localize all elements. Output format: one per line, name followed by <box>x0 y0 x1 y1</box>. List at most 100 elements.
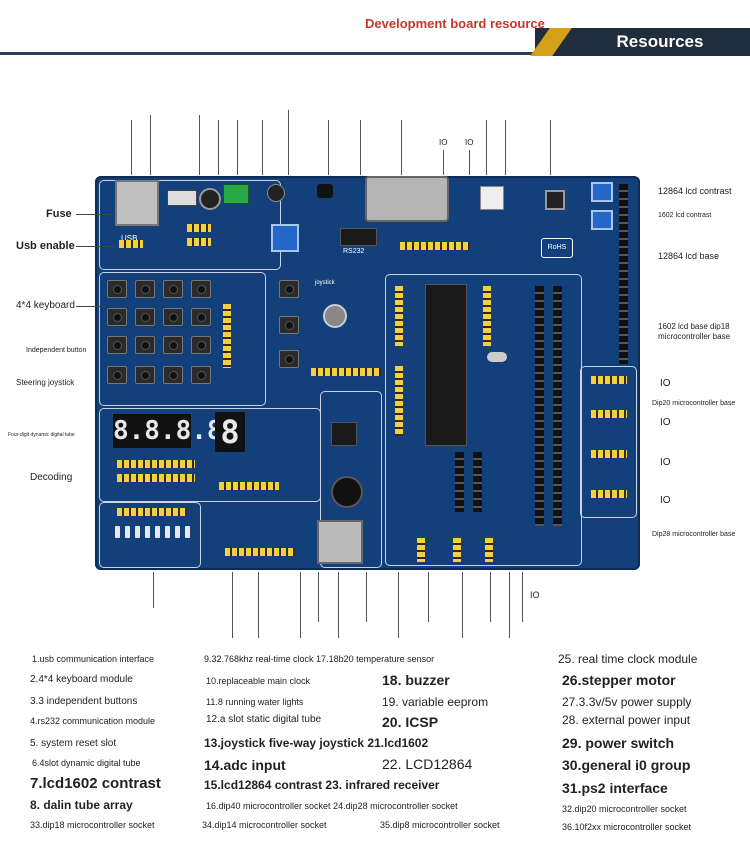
callout-12864-base: 12864 lcd base <box>658 251 720 261</box>
io-group-2 <box>591 410 627 418</box>
keyboard-io-header <box>223 304 231 368</box>
3v3-header <box>453 538 461 562</box>
callout-12864-contrast: 12864 lcd contrast <box>658 186 732 196</box>
usb-board-label: USB <box>121 234 138 243</box>
io-group-3 <box>591 450 627 458</box>
callout-line <box>76 306 106 307</box>
buzzer <box>331 476 363 508</box>
power-jumper-2 <box>187 238 211 246</box>
legend-15: 15.lcd12864 contrast 23. infrared receiv… <box>204 778 440 792</box>
legend-27: 27.3.3v/5v power supply <box>562 695 692 709</box>
legend-31: 31.ps2 interface <box>562 780 668 796</box>
led-io-header <box>117 508 187 516</box>
legend-6: 6.4slot dynamic digital tube <box>32 758 141 768</box>
buzzer-zone <box>320 391 382 568</box>
legend-13: 13.joystick five-way joystick 21.lcd1602 <box>204 736 429 750</box>
power-switch <box>167 190 197 206</box>
static-tube-header <box>219 482 279 490</box>
dip8-socket <box>473 452 482 512</box>
page-title: Development board resource <box>365 16 545 31</box>
header-divider <box>0 52 535 55</box>
usb-connector <box>115 180 159 226</box>
bottom-label-io: IO <box>530 590 540 600</box>
led-zone <box>99 502 201 568</box>
callout-1602-base-b: microcontroller base <box>658 332 731 341</box>
usb-enable-jumper <box>119 240 143 248</box>
keyboard-zone <box>99 272 266 406</box>
legend-36: 36.10f2xx microcontroller socket <box>562 822 692 832</box>
legend-3: 3.3 independent buttons <box>30 696 138 707</box>
callout-1602-contrast: 1602 lcd contrast <box>658 212 712 219</box>
callout-io-3: IO <box>660 457 671 468</box>
joystick-io-header <box>311 368 381 376</box>
resources-banner-text: Resources <box>616 32 704 51</box>
single-digit-tube: 8 <box>215 412 245 452</box>
io-group-zone <box>580 366 637 518</box>
callout-line <box>76 246 116 247</box>
legend-30: 30.general i0 group <box>562 757 691 773</box>
power-jumper-1 <box>187 224 211 232</box>
lcd1602-contrast-pot <box>591 210 613 230</box>
temperature-sensor <box>267 184 285 202</box>
potentiometer <box>271 224 299 252</box>
independent-button-2 <box>279 316 299 334</box>
top-label-io-b: IO <box>465 138 474 147</box>
callout-steering-joystick: Steering joystick <box>16 378 75 387</box>
legend-35: 35.dip8 microcontroller socket <box>380 820 500 830</box>
dip28-socket-b <box>553 286 562 526</box>
mcu-zone <box>385 274 582 566</box>
lcd-base-header <box>619 184 628 364</box>
io-header-top <box>400 242 470 250</box>
legend-12: 12.a slot static digital tube <box>206 714 322 725</box>
callout-decoding: Decoding <box>30 472 73 483</box>
crystal-oscillator <box>487 352 507 362</box>
legend-19: 19. variable eeprom <box>382 695 489 709</box>
legend-1: 1.usb communication interface <box>32 654 155 664</box>
mcu-io-header-3 <box>483 286 491 346</box>
mcu-io-header-2 <box>395 366 403 436</box>
joystick <box>313 294 353 334</box>
callout-dip28-base: Dip28 microcontroller base <box>652 531 736 538</box>
legend-16: 16.dip40 microcontroller socket 24.dip28… <box>206 801 458 811</box>
icsp-header <box>225 548 295 556</box>
callout-dip20-base: Dip20 microcontroller base <box>652 400 736 407</box>
legend-29: 29. power switch <box>562 735 675 751</box>
capacitor <box>199 188 221 210</box>
legend-2: 2.4*4 keyboard module <box>30 674 133 685</box>
callout-independent-button: Independent button <box>26 347 87 354</box>
io-group-1 <box>591 376 627 384</box>
gnd-header <box>417 538 425 562</box>
legend-22: 22. LCD12864 <box>382 756 473 772</box>
independent-button-1 <box>279 280 299 298</box>
io-group-4 <box>591 490 627 498</box>
joystick-label: joystick <box>315 280 335 286</box>
independent-button-3 <box>279 350 299 368</box>
ir-receiver <box>317 184 333 198</box>
legend-11: 11.8 running water lights <box>206 697 304 707</box>
ps2-interface <box>317 520 363 564</box>
legend-25: 25. real time clock module <box>558 652 698 666</box>
legend-18: 18. buzzer <box>382 672 450 688</box>
reset-button <box>545 190 565 210</box>
legend-28: 28. external power input <box>562 713 691 727</box>
external-power-terminal <box>223 184 249 204</box>
four-digit-tube: 8.8.8.8 <box>113 414 223 448</box>
callout-1602-base-a: 1602 lcd base dip18 <box>658 322 730 331</box>
tube-io-header-2 <box>117 474 195 482</box>
legend-20: 20. ICSP <box>382 714 439 730</box>
callout-usb-enable: Usb enable <box>16 240 75 252</box>
legend-9: 9.32.768khz real-time clock 17.18b20 tem… <box>204 654 435 664</box>
legend-4: 4.rs232 communication module <box>30 716 156 726</box>
callout-io-2: IO <box>660 417 671 428</box>
top-label-io-a: IO <box>439 138 448 147</box>
legend-8: 8. dalin tube array <box>30 798 133 812</box>
legend-14: 14.adc input <box>204 757 286 773</box>
legend-34: 34.dip14 microcontroller socket <box>202 820 327 830</box>
callout-io-1: IO <box>660 378 671 389</box>
dip40-socket <box>425 284 467 446</box>
callout-fuse: Fuse <box>46 208 72 220</box>
dip28-socket <box>535 286 544 526</box>
rs232-label: RS232 <box>343 248 365 255</box>
legend-32: 32.dip20 microcontroller socket <box>562 804 687 814</box>
legend-33: 33.dip18 microcontroller socket <box>30 820 155 830</box>
